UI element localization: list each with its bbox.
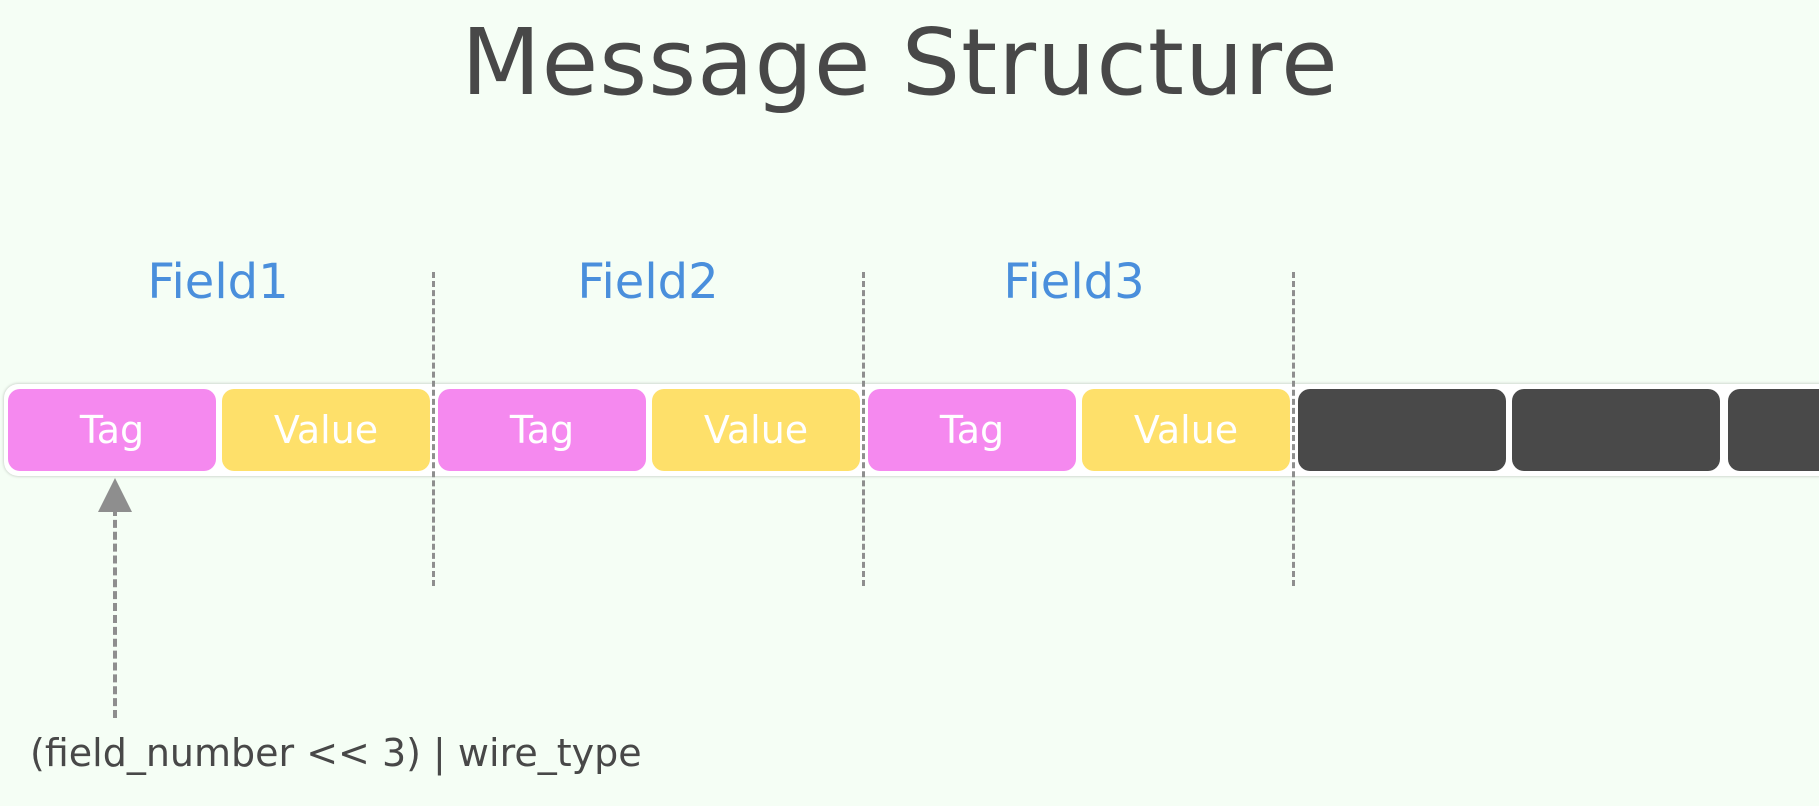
field2-value-block: Value [652, 389, 860, 471]
page-title: Message Structure [461, 9, 1339, 116]
field-divider-3 [1292, 272, 1295, 586]
field3-tag-block: Tag [868, 389, 1076, 471]
empty-block-1 [1298, 389, 1506, 471]
field3-value-block: Value [1082, 389, 1290, 471]
field1-value-block: Value [222, 389, 430, 471]
tag-formula-annotation: (field_number << 3) | wire_type [30, 731, 642, 775]
field2-tag-block: Tag [438, 389, 646, 471]
field1-label: Field1 [147, 254, 289, 310]
field-divider-2 [862, 272, 865, 586]
empty-block-3 [1728, 389, 1819, 471]
empty-block-2 [1512, 389, 1720, 471]
field-divider-1 [432, 272, 435, 586]
field2-label: Field2 [577, 254, 719, 310]
field3-label: Field3 [1003, 254, 1145, 310]
tag-pointer-line [113, 508, 117, 718]
field1-tag-block: Tag [8, 389, 216, 471]
arrow-up-icon [98, 478, 132, 512]
